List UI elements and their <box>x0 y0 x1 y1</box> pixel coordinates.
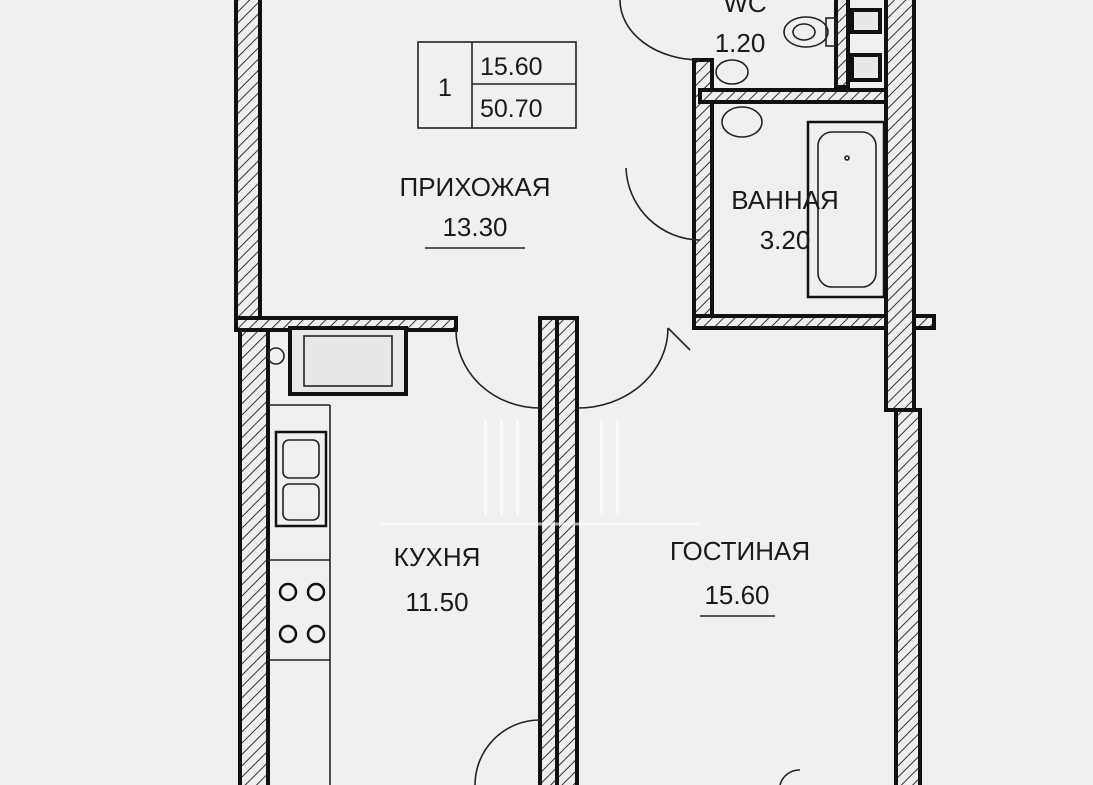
room-wc: WC 1.20 <box>715 0 767 58</box>
bathtub <box>806 120 886 299</box>
living-area: 15.60 <box>480 53 543 81</box>
room-area: 15.60 <box>704 580 769 610</box>
room-area: 13.30 <box>442 212 507 242</box>
room-area: 3.20 <box>760 225 811 255</box>
room-bathroom: ВАННАЯ 3.20 <box>731 185 839 255</box>
walls <box>234 0 936 785</box>
room-name: КУХНЯ <box>394 542 481 572</box>
room-area: 11.50 <box>405 587 468 617</box>
kitchen-counter <box>267 347 331 785</box>
room-name: ГОСТИНАЯ <box>670 536 810 566</box>
rooms-count: 1 <box>438 74 452 102</box>
room-living: ГОСТИНАЯ 15.60 <box>670 536 810 617</box>
room-name: WC <box>723 0 766 18</box>
doors <box>455 0 801 785</box>
room-area: 1.20 <box>715 28 766 58</box>
toilet <box>783 16 837 48</box>
room-name: ВАННАЯ <box>731 185 839 215</box>
room-hallway: ПРИХОЖАЯ 13.30 <box>400 172 551 249</box>
total-area: 50.70 <box>480 95 543 123</box>
room-kitchen: КУХНЯ 11.50 <box>394 542 481 617</box>
watermark-logo <box>380 420 700 526</box>
washbasins <box>715 59 763 138</box>
room-name: ПРИХОЖАЯ <box>400 172 551 202</box>
area-summary-table: 1 15.60 50.70 <box>417 41 577 129</box>
